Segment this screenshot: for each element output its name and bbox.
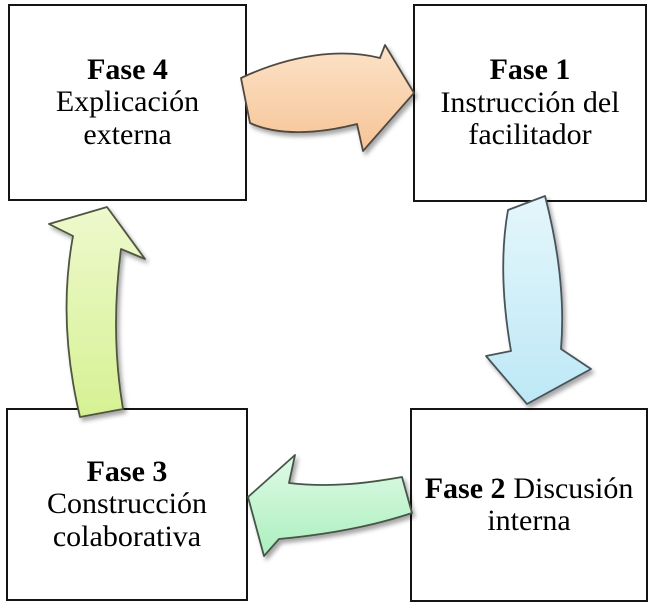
box-fase-1-text: Fase 1 Instrucción del facilitador [417, 54, 643, 151]
box-fase-4-text: Fase 4 Explicación externa [30, 52, 225, 151]
arrow-fase3-to-fase4-icon [48, 206, 146, 418]
box-fase-3-text: Fase 3 Construcción colaborativa [28, 454, 226, 553]
phase-4-description: Explicación externa [55, 85, 200, 151]
phase-1-description: Instrucción del facilitador [440, 85, 620, 152]
phase-3-description: Construcción colaborativa [47, 487, 207, 553]
box-fase-4: Fase 4 Explicación externa [8, 4, 247, 201]
phase-4-label: Fase 4 [87, 52, 168, 86]
phase-2-description: Discusión interna [487, 471, 634, 537]
phase-3-label: Fase 3 [86, 454, 168, 488]
box-fase-3: Fase 3 Construcción colaborativa [6, 408, 248, 601]
arrow-fase1-to-fase2-icon [485, 195, 592, 405]
box-fase-1: Fase 1 Instrucción del facilitador [413, 4, 647, 202]
arrow-fase4-to-fase1-icon [240, 44, 415, 152]
phase-1-label: Fase 1 [489, 53, 571, 87]
arrow-fase2-to-fase3-icon [247, 454, 413, 557]
phase-2-label: Fase 2 [424, 471, 506, 505]
